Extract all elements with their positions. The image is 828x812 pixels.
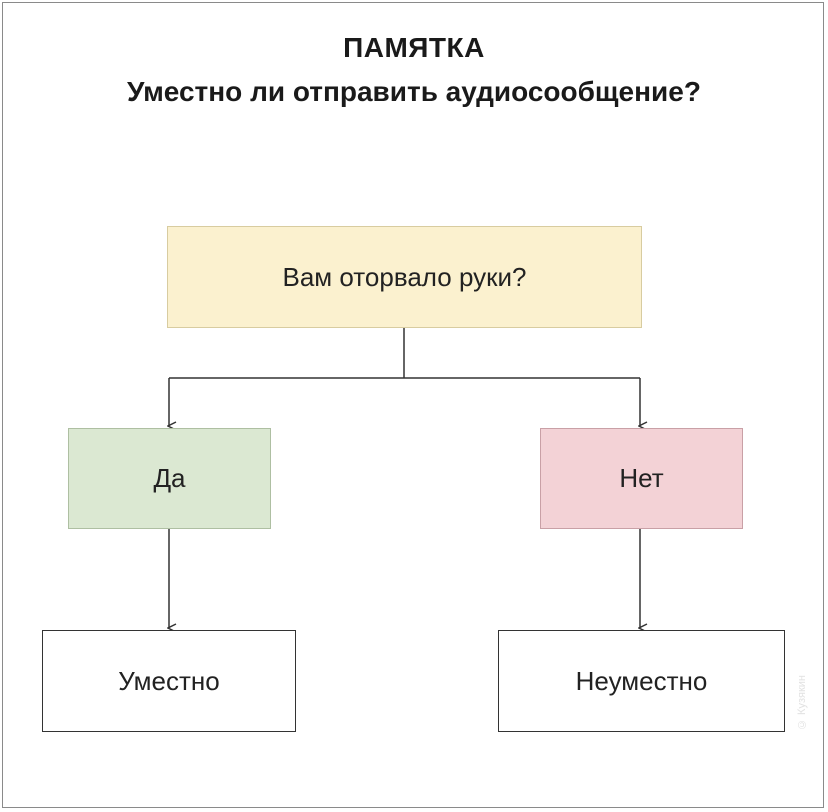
yes-result-label: Уместно — [118, 665, 220, 696]
yes-label: Да — [153, 463, 186, 493]
no-box: Нет — [540, 428, 743, 529]
page-title: ПАМЯТКА — [343, 32, 485, 63]
question-label: Вам оторвало руки? — [282, 261, 527, 292]
question-box: Вам оторвало руки? — [167, 226, 642, 328]
yes-result-box: Уместно — [42, 630, 296, 732]
no-label: Нет — [619, 463, 664, 493]
yes-box: Да — [68, 428, 271, 529]
page-subtitle: Уместно ли отправить аудиосообщение? — [127, 76, 701, 107]
no-result-label: Неуместно — [575, 665, 708, 696]
watermark: © Кузякин — [796, 675, 808, 730]
no-result-box: Неуместно — [498, 630, 785, 732]
